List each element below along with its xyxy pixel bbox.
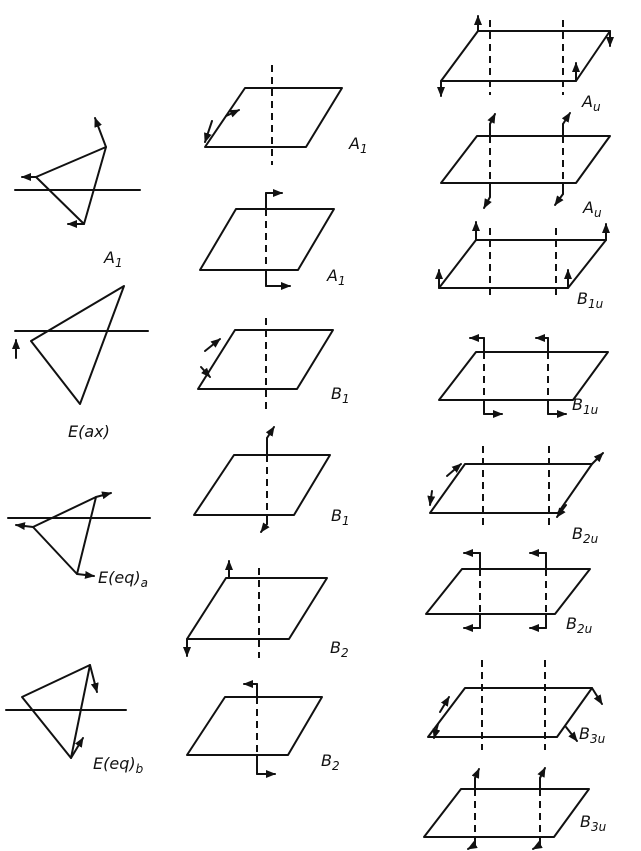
double-rod-mode-2: Au (440, 112, 611, 220)
triangle-mode-3-label: E(eq)a (98, 568, 148, 590)
single-rod-mode-3-label: B1 (331, 384, 350, 406)
single-rod-mode-6-label: B2 (321, 751, 340, 773)
single-rod-mode-3: B1 (197, 318, 350, 410)
triangle-mode-4-label: E(eq)b (93, 754, 144, 776)
triangle-mode-3: E(eq)a (7, 491, 151, 590)
single-rod-mode-4: B1 (193, 426, 350, 533)
double-rod-mode-8-label: B3u (580, 812, 607, 834)
single-rod-mode-4-label: B1 (331, 506, 350, 528)
double-rod-mode-5: B2u (427, 446, 604, 546)
single-rod-mode-5: B2 (183, 560, 349, 660)
single-rod-mode-1: A1 (204, 65, 368, 165)
double-rod-mode-4-label: B1u (572, 395, 599, 417)
double-rod-mode-2-label: Au (582, 198, 602, 220)
double-rod-mode-3: B1u (435, 221, 610, 311)
triangle-mode-2-label: E(ax) (68, 422, 110, 441)
single-rod-mode-2-label: A1 (326, 266, 346, 288)
double-rod-mode-1-label: Au (581, 92, 601, 114)
triangle-mode-4: E(eq)b (5, 664, 144, 776)
double-rod-mode-6-label: B2u (566, 614, 593, 636)
triangle-mode-2: E(ax) (12, 285, 149, 441)
double-rod-mode-3-label: B1u (577, 289, 604, 311)
triangle-mode-1: A1 (14, 117, 141, 270)
double-rod-mode-8: B3u (423, 767, 607, 850)
double-rod-mode-4: B1u (438, 334, 609, 418)
single-rod-mode-2: A1 (199, 189, 346, 290)
double-rod-mode-6: B2u (425, 549, 593, 636)
double-rod-mode-1: Au (437, 15, 614, 114)
double-rod-mode-7: B3u (427, 660, 606, 750)
single-rod-mode-1-label: A1 (348, 134, 368, 156)
single-rod-mode-5-label: B2 (330, 638, 349, 660)
single-rod-mode-6: B2 (186, 680, 340, 778)
double-rod-mode-7-label: B3u (579, 724, 606, 746)
double-rod-mode-5-label: B2u (572, 524, 599, 546)
triangle-mode-1-label: A1 (103, 248, 123, 270)
